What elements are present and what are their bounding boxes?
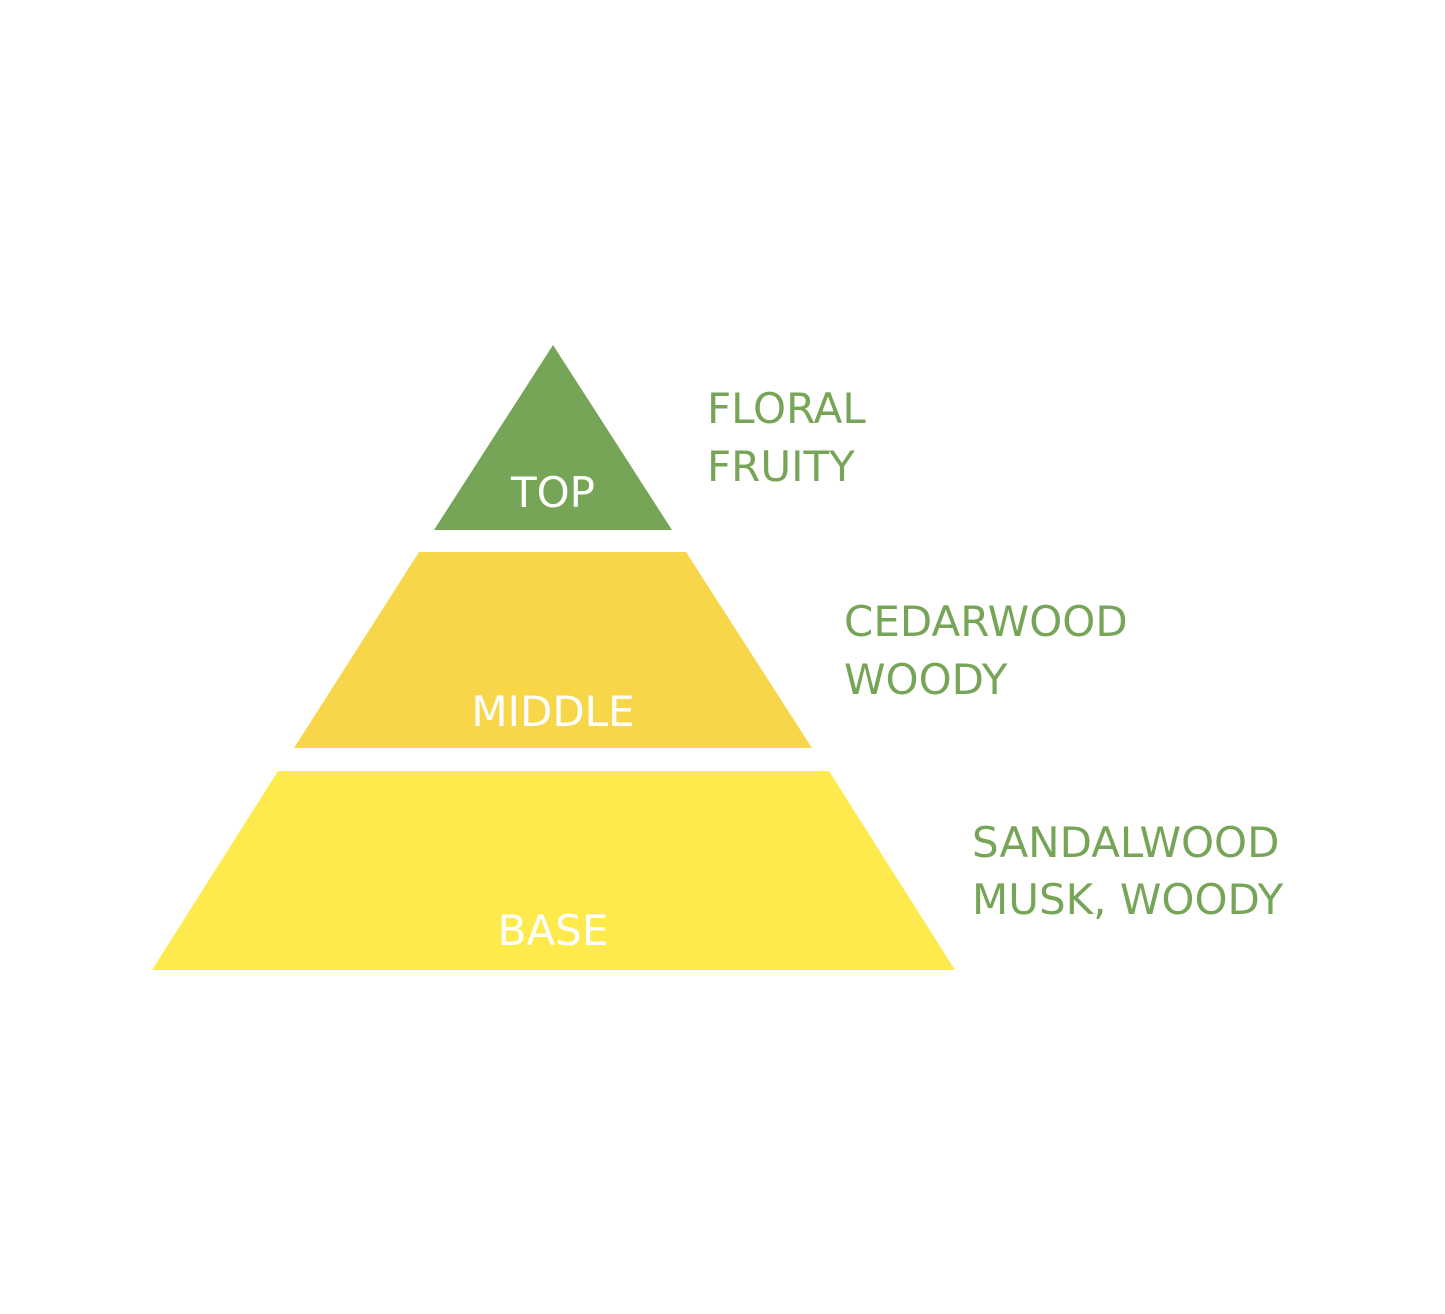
- middle-notes-line-2: WOODY: [844, 655, 1008, 704]
- top-notes-line-2: FRUITY: [707, 442, 855, 491]
- base-tier-label: BASE: [498, 906, 609, 955]
- middle-tier-label: MIDDLE: [471, 687, 634, 736]
- top-tier-label: TOP: [510, 468, 595, 517]
- middle-notes-line-1: CEDARWOOD: [844, 597, 1128, 646]
- top-tier-shape: [434, 345, 672, 530]
- base-notes-line-1: SANDALWOOD: [972, 818, 1279, 867]
- base-notes-line-2: MUSK, WOODY: [972, 875, 1284, 924]
- base-tier-shape: [152, 771, 955, 970]
- top-notes-line-1: FLORAL: [707, 384, 866, 433]
- middle-tier-shape: [294, 552, 812, 748]
